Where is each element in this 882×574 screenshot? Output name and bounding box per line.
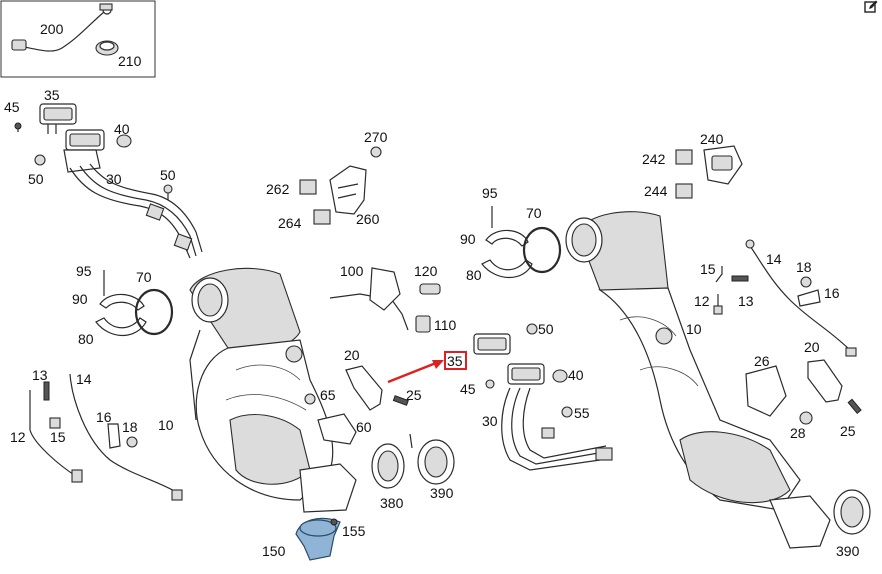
center-bracket-parts (304, 267, 441, 445)
bracket-260 (299, 146, 382, 225)
callout-50: 50 (160, 167, 176, 183)
callout-55: 55 (574, 405, 590, 421)
highlight-box[interactable] (444, 351, 467, 370)
callout-35: 35 (44, 87, 60, 103)
callout-240: 240 (700, 131, 724, 147)
callout-12: 12 (10, 429, 26, 445)
right-clamps (481, 206, 562, 278)
left-pressure-sensors (14, 103, 173, 200)
callout-10: 10 (158, 417, 174, 433)
callout-25: 25 (406, 387, 422, 403)
callout-50: 50 (28, 171, 44, 187)
callout-200: 200 (40, 21, 64, 37)
callout-95: 95 (482, 185, 498, 201)
right-dpf-assembly (565, 211, 871, 549)
callout-390: 390 (836, 543, 860, 559)
callout-50: 50 (538, 321, 554, 337)
callout-155: 155 (342, 523, 366, 539)
callout-70: 70 (526, 205, 542, 221)
callout-30: 30 (482, 413, 498, 429)
callout-80: 80 (466, 267, 482, 283)
callout-20: 20 (344, 347, 360, 363)
left-small-parts (29, 373, 183, 501)
callout-16: 16 (824, 285, 840, 301)
callout-10: 10 (686, 321, 702, 337)
lower-center-parts (295, 433, 455, 561)
callout-210: 210 (118, 53, 142, 69)
callout-90: 90 (460, 231, 476, 247)
callout-28: 28 (790, 425, 806, 441)
callout-45: 45 (4, 99, 20, 115)
right-small-parts (713, 239, 862, 425)
left-clamps (95, 270, 174, 336)
sensor-240 (675, 145, 743, 199)
callout-12: 12 (694, 293, 710, 309)
callout-95: 95 (76, 263, 92, 279)
callout-70: 70 (136, 269, 152, 285)
callout-90: 90 (72, 291, 88, 307)
left-dpf-assembly (189, 267, 357, 513)
callout-13: 13 (32, 367, 48, 383)
callout-labels: 200 210 45 35 40 50 30 50 270 262 264 26… (4, 21, 860, 559)
callout-30: 30 (106, 171, 122, 187)
callout-15: 15 (700, 261, 716, 277)
callout-40: 40 (568, 367, 584, 383)
callout-262: 262 (266, 181, 290, 197)
callout-110: 110 (434, 317, 457, 333)
left-pressure-lines (69, 163, 203, 259)
callout-244: 244 (644, 183, 668, 199)
callout-150: 150 (262, 543, 286, 559)
callout-13: 13 (738, 293, 754, 309)
callout-60: 60 (356, 419, 372, 435)
callout-120: 120 (414, 263, 438, 279)
callout-26: 26 (754, 353, 770, 369)
callout-80: 80 (78, 331, 94, 347)
callout-390: 390 (430, 485, 454, 501)
callout-14: 14 (766, 251, 782, 267)
callout-25: 25 (840, 423, 856, 439)
callout-264: 264 (278, 215, 302, 231)
callout-45: 45 (460, 381, 476, 397)
edit-icon[interactable] (864, 0, 878, 14)
callout-65: 65 (320, 387, 336, 403)
callout-40: 40 (114, 121, 130, 137)
callout-14: 14 (76, 371, 92, 387)
callout-100: 100 (340, 263, 364, 279)
callout-18: 18 (796, 259, 812, 275)
callout-16: 16 (96, 409, 112, 425)
right-pressure-sensors (473, 323, 613, 471)
callout-260: 260 (356, 211, 380, 227)
inset-sensor-box (0, 0, 156, 78)
callout-20: 20 (804, 339, 820, 355)
callout-242: 242 (642, 151, 666, 167)
callout-270: 270 (364, 129, 388, 145)
callout-15: 15 (50, 429, 66, 445)
callout-18: 18 (122, 419, 138, 435)
highlight-arrow (387, 360, 444, 384)
callout-35-highlighted: 35 (447, 353, 463, 369)
callout-380: 380 (380, 495, 404, 511)
